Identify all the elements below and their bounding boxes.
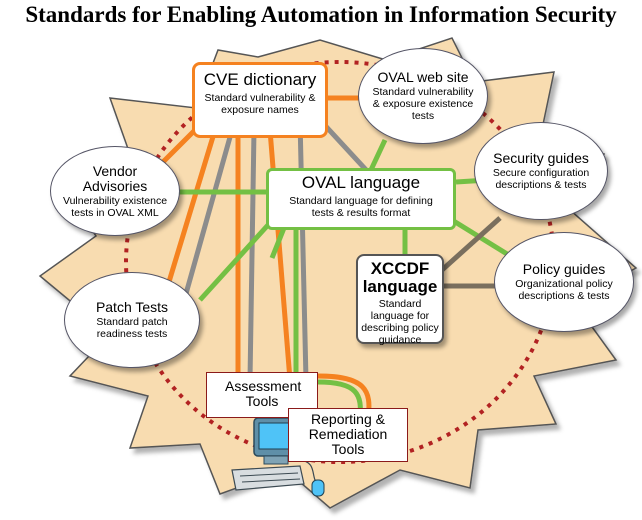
vendor-desc: Vulnerability existence tests in OVAL XM… <box>62 194 168 219</box>
oval-language-box: OVAL language Standard language for defi… <box>266 168 456 230</box>
policy-guides-desc: Organizational policy descriptions & tes… <box>515 278 613 302</box>
xccdf-desc: Standard language for describing policy … <box>361 298 439 346</box>
security-guides-desc: Secure configuration descriptions & test… <box>492 167 590 191</box>
keyboard-icon <box>231 465 305 491</box>
policy-guides-ellipse: Policy guides Organizational policy desc… <box>494 232 634 332</box>
patch-tests-desc: Standard patch readiness tests <box>96 316 168 340</box>
patch-tests-title: Patch Tests <box>95 299 169 315</box>
oval-web-title: OVAL web site <box>377 69 469 85</box>
policy-guides-title: Policy guides <box>522 261 606 277</box>
security-guides-ellipse: Security guides Secure configuration des… <box>474 122 608 220</box>
oval-lang-title: OVAL language <box>301 173 421 192</box>
cve-dictionary-box: CVE dictionary Standard vulnerability & … <box>192 62 328 138</box>
security-guides-title: Security guides <box>493 150 589 166</box>
vendor-title: Vendor Advisories <box>82 162 148 194</box>
computer-icon <box>253 417 297 465</box>
oval-web-site-ellipse: OVAL web site Standard vulnerability & e… <box>358 48 488 144</box>
oval-web-desc: Standard vulnerability & exposure existe… <box>372 86 474 122</box>
oval-lang-desc: Standard language for defining tests & r… <box>289 195 433 219</box>
assessment-title: Assessment Tools <box>225 378 302 409</box>
xccdf-language-box: XCCDF language Standard language for des… <box>356 254 444 346</box>
reporting-remediation-box: Reporting & Remediation Tools <box>288 408 408 462</box>
cve-desc: Standard vulnerability & exposure names <box>204 92 316 116</box>
reporting-title: Reporting & Remediation Tools <box>308 411 388 457</box>
xccdf-title: XCCDF language <box>362 259 438 296</box>
patch-tests-ellipse: Patch Tests Standard patch readiness tes… <box>64 272 200 368</box>
vendor-advisories-ellipse: Vendor Advisories Vulnerability existenc… <box>50 146 180 236</box>
cve-title: CVE dictionary <box>203 70 317 89</box>
diagram-title: Standards for Enabling Automation in Inf… <box>25 2 617 27</box>
